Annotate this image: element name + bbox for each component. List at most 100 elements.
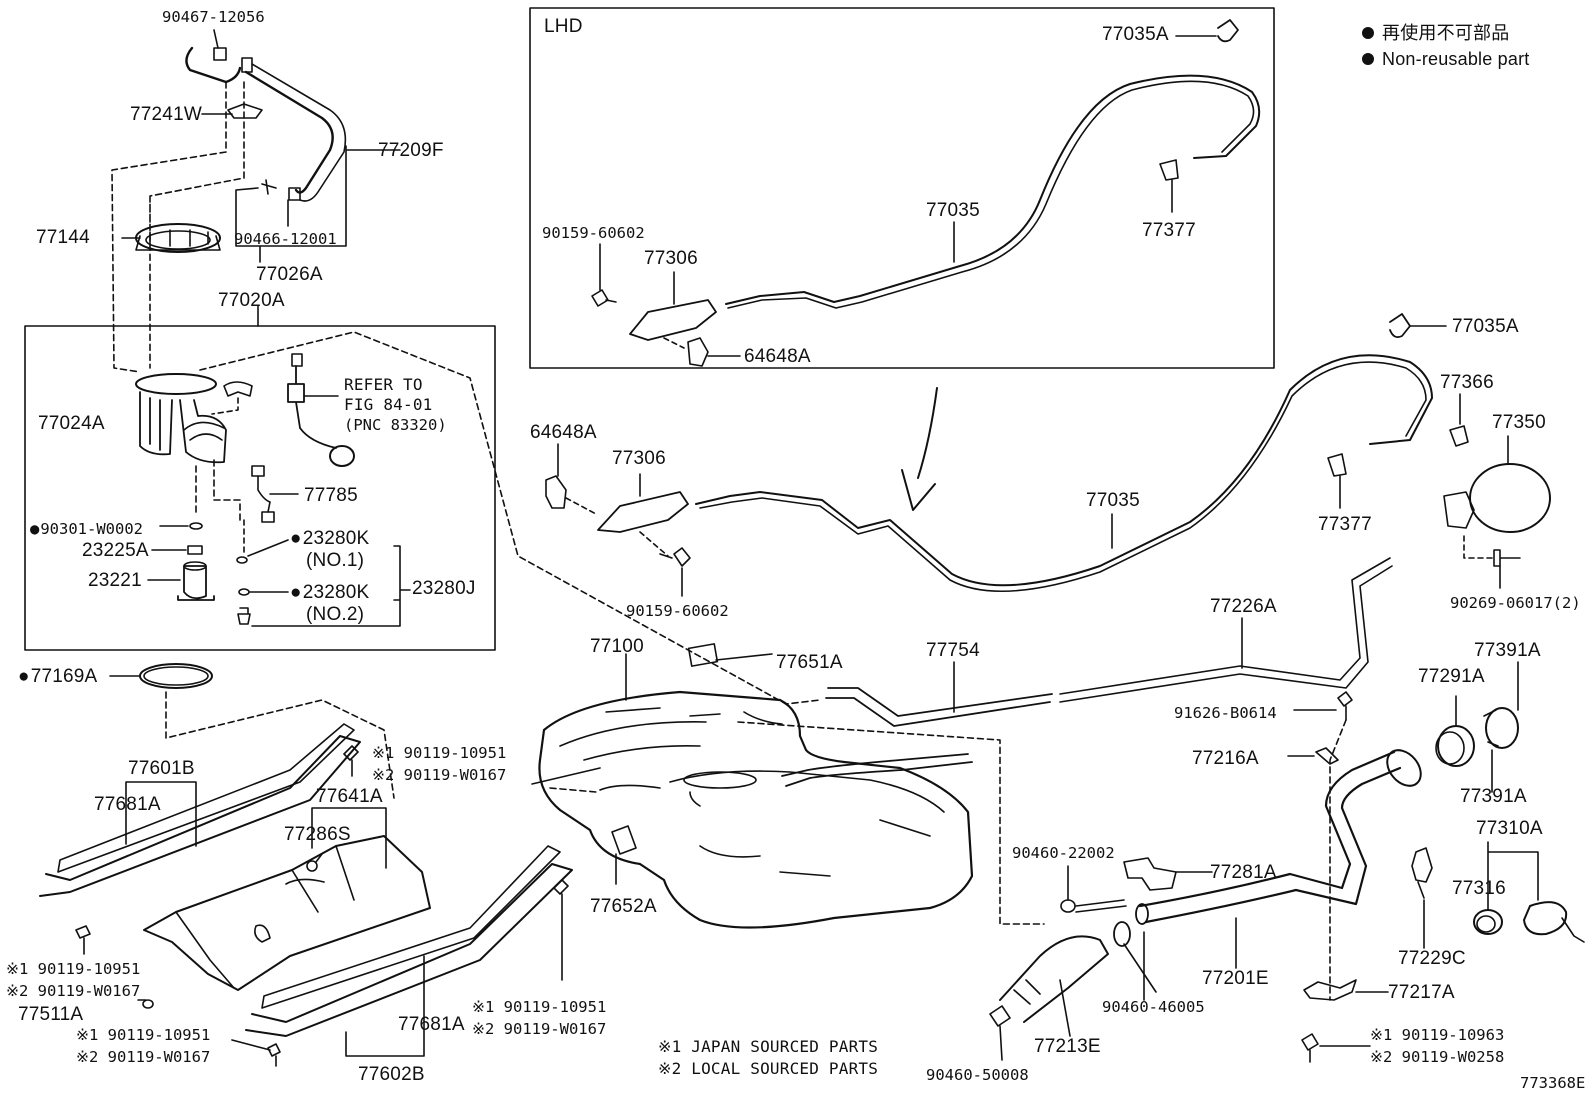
tank-detail	[559, 707, 945, 877]
connector-77366	[1449, 425, 1469, 447]
oring-23280K1	[236, 556, 248, 564]
tube-77754	[825, 687, 1053, 727]
cushion-23225A	[187, 545, 203, 555]
part-label: 23280J	[412, 578, 476, 599]
bracket-77241W	[227, 103, 263, 119]
hose-detail	[1013, 979, 1041, 1005]
note-local-sourced: ※2 LOCAL SOURCED PARTS	[658, 1059, 879, 1078]
filler-neck	[1386, 749, 1422, 787]
tube-77226A	[1059, 557, 1393, 703]
part-label: 77035A	[1102, 24, 1169, 45]
cable-77035-b-inner	[699, 361, 1427, 593]
lock-ring-77144-inner	[145, 230, 211, 250]
fuel-door-77350	[1469, 463, 1551, 533]
ring-77291A-inner	[1435, 731, 1465, 765]
part-label: 77213E	[1034, 1036, 1101, 1057]
grommet-77286S	[306, 860, 318, 872]
lhd-title: LHD	[544, 16, 583, 37]
part-label: 77310A	[1476, 818, 1543, 839]
part-label: 77286S	[284, 824, 351, 845]
protector-77641A	[143, 835, 431, 991]
gasket-inner	[143, 666, 209, 686]
bolt-icon	[75, 925, 91, 955]
fuel-door-hinge	[1443, 491, 1475, 529]
part-label: 77785	[304, 485, 358, 506]
gasket-77316-inner	[1476, 915, 1496, 933]
dashed-leader	[1329, 719, 1347, 1001]
connector-77377-b	[1327, 453, 1347, 477]
bolt-icon	[659, 547, 691, 567]
pump-opening	[683, 771, 757, 789]
part-label: 77377	[1142, 220, 1196, 241]
part-label: 77366	[1440, 372, 1494, 393]
connector-icon	[261, 511, 275, 523]
cable-77035-a	[725, 74, 1261, 305]
legend-line-1: 再使用不可部品	[1382, 23, 1510, 43]
part-label: 77651A	[776, 652, 843, 673]
bracket-77217A	[1303, 979, 1357, 1001]
part-label: 77641A	[316, 786, 383, 807]
part-label: 77216A	[1192, 748, 1259, 769]
bolt-icon	[267, 1043, 281, 1067]
bracket-64648A-a	[687, 337, 709, 367]
part-label: 77291A	[1418, 666, 1485, 687]
lock-ring-tabs	[135, 229, 221, 251]
connector-icon	[251, 465, 265, 477]
lhd-box	[529, 7, 1275, 369]
screw-90269	[1493, 549, 1521, 567]
strap-77601B	[39, 735, 361, 897]
fuel-line-77209F-outer	[251, 63, 347, 202]
part-label: 23221	[88, 570, 142, 591]
part-label: ※1 90119-10951	[6, 960, 141, 978]
legend-line-2: Non-reusable part	[1382, 49, 1530, 69]
connector-77377-a	[1159, 159, 1179, 181]
clamp-90460-50008	[989, 1005, 1011, 1027]
leader	[531, 767, 601, 785]
bolt-icon	[591, 289, 617, 307]
wire	[287, 365, 337, 449]
part-label: 77024A	[38, 413, 105, 434]
pad-77651A	[687, 643, 719, 667]
ring-77391A-body	[1483, 709, 1499, 747]
part-label: 77681A	[398, 1014, 465, 1035]
leader	[1491, 661, 1519, 793]
clip-77511A	[142, 999, 154, 1009]
part-label: 23280K	[290, 582, 370, 604]
leader	[1487, 841, 1539, 911]
legend-bullet-2	[1362, 53, 1374, 65]
hook-77035A-a	[1217, 19, 1239, 43]
part-label: 77681A	[94, 794, 161, 815]
clamp-90460-22002	[1060, 899, 1076, 913]
bolt-icon	[553, 879, 569, 981]
part-label: 77241W	[130, 104, 202, 125]
protector-detail	[175, 845, 355, 989]
leader	[247, 539, 289, 557]
figure-number: 773368E	[1520, 1074, 1586, 1092]
part-label: 64648A	[530, 422, 597, 443]
fuel-cap	[1523, 901, 1568, 936]
filler-pipe-77201E	[1138, 750, 1402, 924]
part-label: 77754	[926, 640, 980, 661]
refer-line-3: (PNC 83320)	[344, 416, 447, 434]
part-label: 77229C	[1398, 948, 1466, 969]
pump-filter	[183, 421, 225, 441]
dashed-leader	[663, 337, 685, 349]
clip-icon	[288, 187, 301, 201]
pad-77652A	[611, 825, 637, 855]
part-label: 90460-46005	[1102, 998, 1205, 1016]
dashed-leader	[111, 81, 245, 373]
bolt-icon	[343, 745, 359, 777]
part-label: ※1 90119-10963	[1370, 1026, 1505, 1044]
part-label: (NO.1)	[306, 550, 365, 571]
clip-77216A	[1315, 747, 1339, 765]
part-label: 77602B	[358, 1064, 425, 1085]
clip-icon	[223, 381, 253, 397]
part-label: 77026A	[256, 264, 323, 285]
part-label: ※2 90119-W0167	[372, 766, 507, 784]
clamp-90460-46005	[1113, 921, 1131, 947]
part-label: ※1 90119-10951	[372, 744, 507, 762]
part-label: 77217A	[1388, 982, 1455, 1003]
filter-23221	[177, 565, 215, 601]
arrow-icon	[901, 387, 938, 511]
